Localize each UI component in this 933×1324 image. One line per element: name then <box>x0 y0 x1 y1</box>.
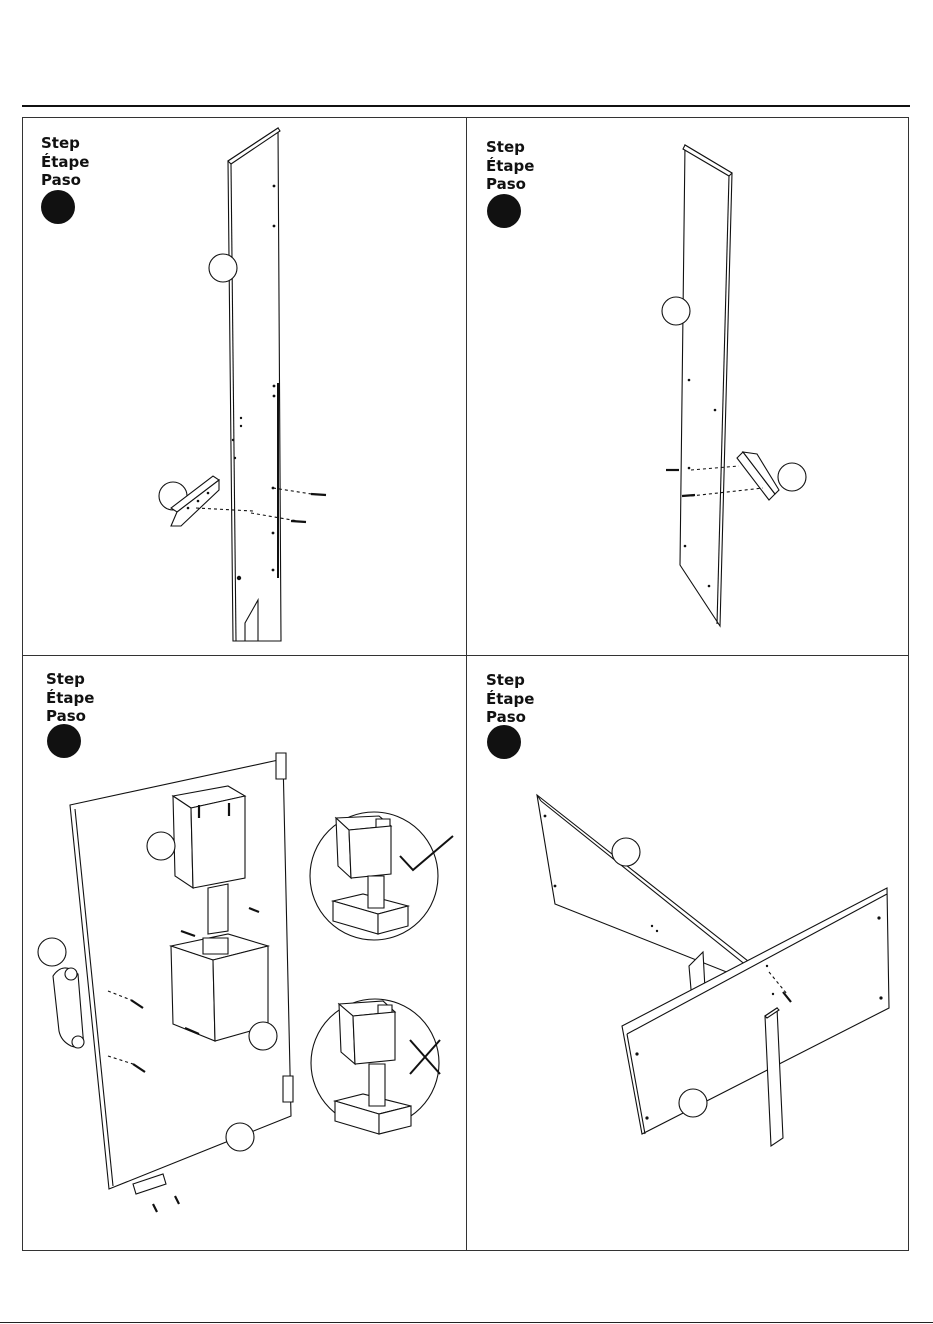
part-callout <box>38 938 66 966</box>
hinge <box>276 753 286 779</box>
step-panel-4: Step Étape Paso <box>467 656 910 1252</box>
step-2-illustration <box>467 118 910 655</box>
strap <box>208 884 228 934</box>
step-panel-3: Step Étape Paso <box>23 656 466 1252</box>
part-callout <box>778 463 806 491</box>
step-1-illustration <box>23 118 466 655</box>
side-panel <box>680 145 732 626</box>
header-rule <box>22 105 910 107</box>
step-panel-1: Step Étape Paso <box>23 118 466 655</box>
part-callout <box>679 1089 707 1117</box>
instruction-grid: Step Étape Paso <box>22 117 909 1251</box>
step-3-illustration <box>23 656 466 1252</box>
screw-icon <box>291 494 326 522</box>
part-callout <box>209 254 237 282</box>
part-callout <box>612 838 640 866</box>
part-callout <box>249 1022 277 1050</box>
part-callout <box>147 832 175 860</box>
part-callout <box>662 297 690 325</box>
side-panel <box>228 128 281 641</box>
footer-rule <box>0 1322 933 1323</box>
step-4-illustration <box>467 656 910 1252</box>
back-panel <box>537 795 767 988</box>
part-callout <box>226 1123 254 1151</box>
hinge <box>283 1076 293 1102</box>
step-panel-2: Step Étape Paso <box>467 118 910 655</box>
